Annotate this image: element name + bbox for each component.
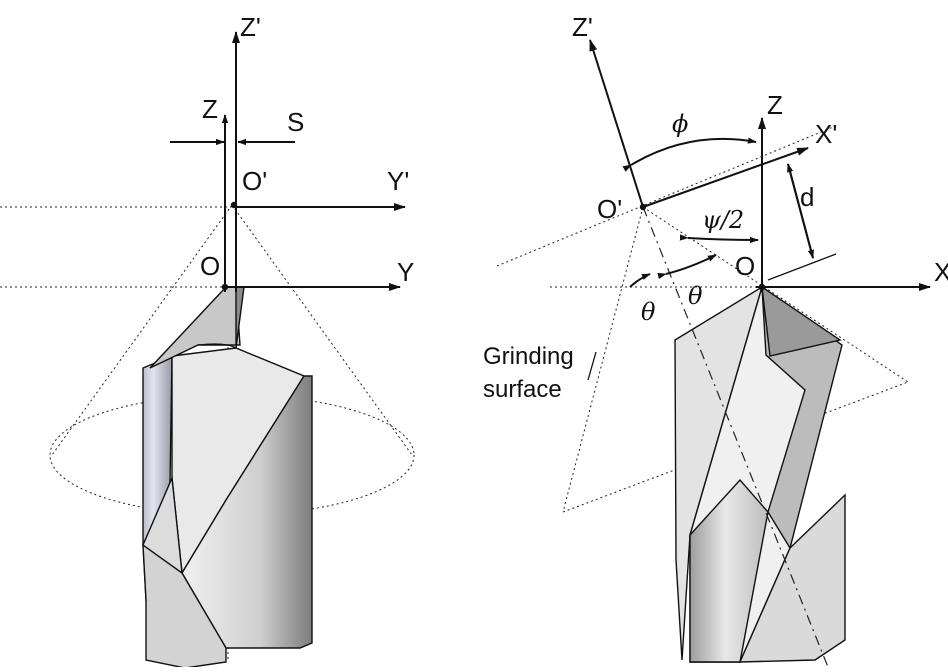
right-label-grinding: Grinding — [483, 343, 574, 370]
right-grinding-leader — [587, 351, 597, 381]
left-label-o-prime: O' — [242, 166, 267, 196]
right-label-z-prime: Z' — [572, 12, 593, 42]
right-label-x-prime: X' — [815, 119, 837, 149]
left-label-s: S — [287, 107, 304, 137]
right-d-extension — [767, 253, 837, 281]
left-origin-o-prime — [230, 201, 238, 209]
left-label-y-prime: Y' — [387, 166, 409, 196]
right-grinding-cone-left — [562, 206, 644, 513]
right-axis-z-prime — [589, 39, 644, 208]
right-label-d: d — [800, 182, 814, 212]
right-origin-o — [758, 283, 766, 291]
right-axis-x-prime — [642, 147, 809, 208]
right-origin-o-prime — [639, 203, 647, 211]
left-label-o: O — [200, 251, 220, 281]
left-label-y: Y — [397, 257, 414, 287]
left-drill-lip — [197, 343, 237, 349]
right-label-x: X — [934, 257, 948, 287]
right-tilted-ref-line — [496, 124, 839, 267]
right-drill-land-left — [674, 285, 764, 661]
right-label-z: Z — [767, 90, 783, 120]
right-drill-tip — [761, 285, 842, 357]
right-psi-arc — [679, 234, 759, 244]
left-label-z: Z — [202, 94, 218, 124]
left-label-z-prime: Z' — [240, 12, 261, 42]
right-label-theta-2: θ — [688, 282, 703, 310]
right-label-phi: ϕ — [672, 110, 688, 138]
right-drill-flute-lower — [689, 478, 769, 663]
right-label-o: O — [735, 251, 755, 281]
right-label-o-prime: O' — [597, 194, 622, 224]
left-origin-o — [221, 283, 229, 291]
right-label-psi-half: ψ/2 — [702, 206, 744, 234]
right-theta-arc-left — [629, 273, 651, 288]
right-phi-arc — [622, 137, 757, 172]
right-theta-arc-right — [657, 254, 717, 280]
right-grinding-cone-base — [562, 381, 909, 513]
right-drill — [674, 285, 846, 663]
left-cone-edge-right — [231, 204, 413, 456]
left-drill — [142, 286, 313, 669]
left-cone-edge-left — [51, 204, 233, 456]
left-view: Z' Z S O' Y' O Y — [0, 12, 415, 669]
right-view: Z' ϕ Z X' O' ψ/2 d O X θ θ Grinding surf… — [483, 12, 948, 668]
right-d-arrow-up — [787, 163, 814, 259]
right-tilted-centerline — [642, 206, 829, 668]
right-label-theta-1: θ — [641, 298, 656, 326]
right-label-surface: surface — [483, 376, 562, 403]
left-drill-bottom — [142, 543, 227, 669]
